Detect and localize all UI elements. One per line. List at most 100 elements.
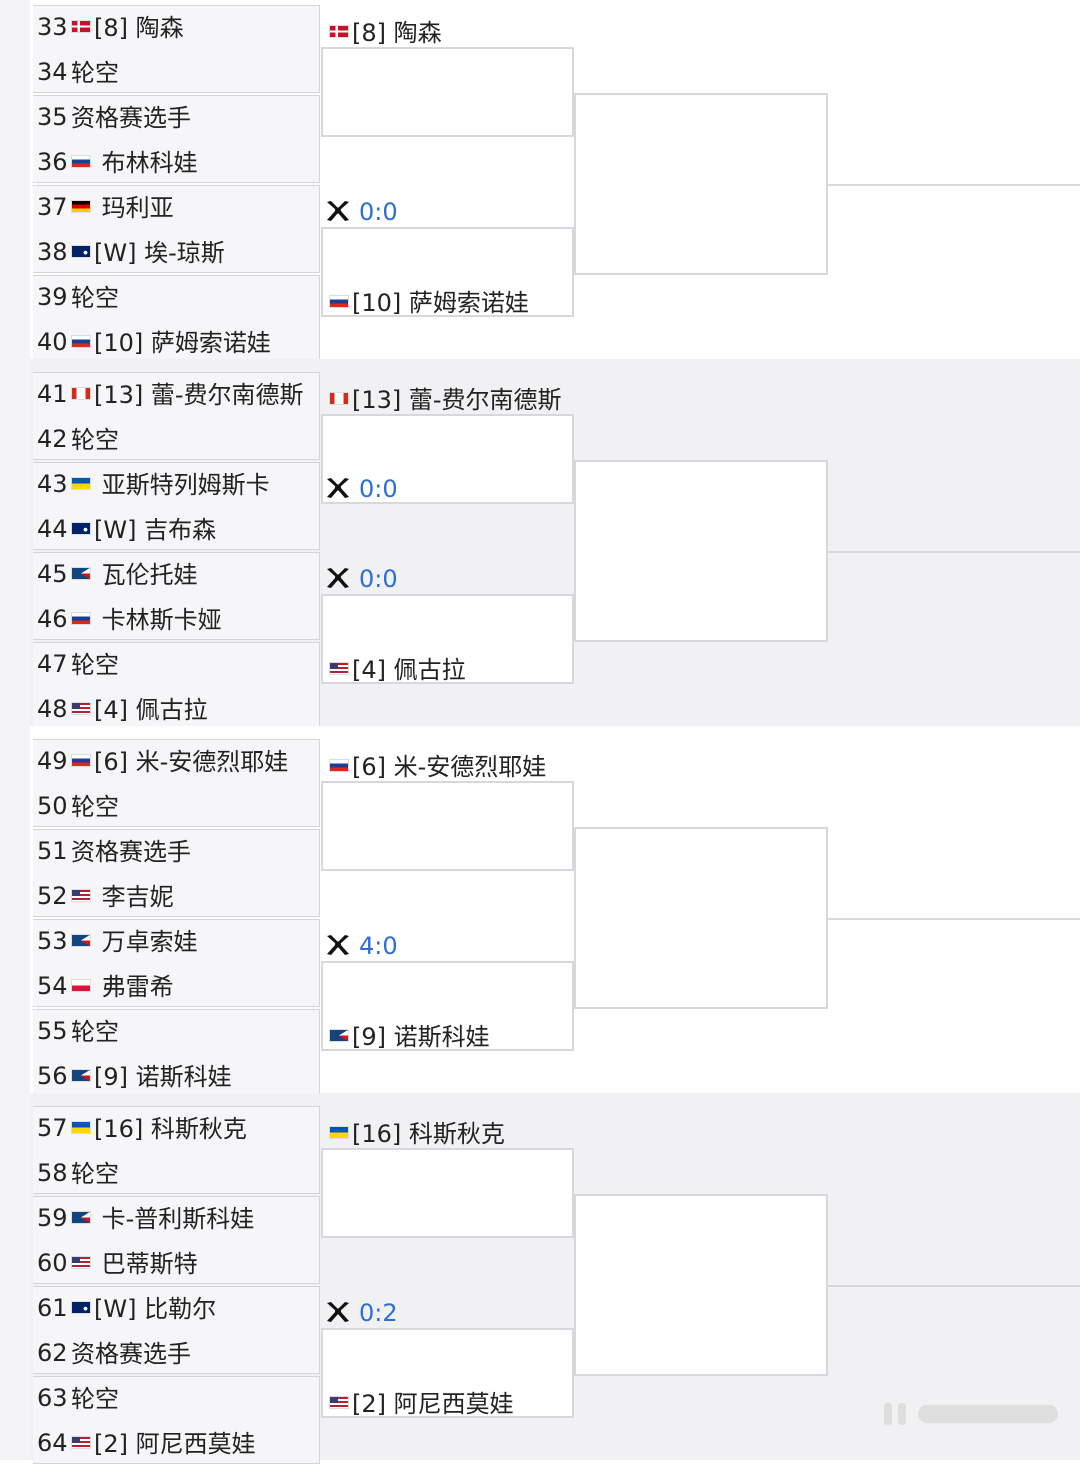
player-slot[interactable]: 40[10] 萨姆索诺娃: [37, 327, 271, 357]
seed-number: 34: [37, 58, 68, 86]
score-text[interactable]: 4:0: [359, 932, 398, 960]
player-name: 轮空: [71, 426, 119, 454]
player-slot[interactable]: 37 玛利亚: [37, 192, 174, 222]
seed-number: 63: [37, 1384, 68, 1412]
seed-number: 51: [37, 837, 68, 865]
flag-ru-icon: [71, 612, 91, 625]
flag-ru-icon: [329, 759, 349, 772]
player-slot[interactable]: 60 巴蒂斯特: [37, 1248, 198, 1278]
round3-box: [574, 460, 828, 642]
round2-box: [321, 1328, 574, 1418]
player-slot[interactable]: 33[8] 陶森: [37, 12, 184, 42]
seed-number: 59: [37, 1204, 68, 1232]
player-slot[interactable]: 38[W] 埃-琼斯: [37, 237, 225, 267]
player-name: 卡林斯卡娅: [94, 606, 222, 634]
player-slot[interactable]: 36 布林科娃: [37, 147, 198, 177]
seed-number: 46: [37, 605, 68, 633]
round2-player-name: [8] 陶森: [352, 19, 442, 47]
round4-connector: [828, 184, 1080, 186]
score-text[interactable]: 0:2: [359, 1299, 398, 1327]
flag-us-icon: [71, 702, 91, 715]
round2-player: [9] 诺斯科娃: [325, 1020, 490, 1052]
flag-ru-icon: [71, 335, 91, 348]
seed-number: 49: [37, 747, 68, 775]
match-score[interactable]: 0:0: [325, 473, 398, 505]
player-name: [W] 埃-琼斯: [94, 239, 225, 267]
match-score[interactable]: 4:0: [325, 930, 398, 962]
player-slot[interactable]: 52 李吉妮: [37, 881, 174, 911]
round2-box: [321, 961, 574, 1051]
player-slot[interactable]: 64[2] 阿尼西莫娃: [37, 1428, 256, 1458]
match-score[interactable]: 0:0: [325, 196, 398, 228]
player-slot[interactable]: 48[4] 佩古拉: [37, 694, 208, 724]
player-name: 巴蒂斯特: [94, 1250, 198, 1278]
seed-number: 56: [37, 1062, 68, 1090]
left-gutter: [0, 726, 30, 1093]
player-slot[interactable]: 46 卡林斯卡娅: [37, 604, 222, 634]
player-name: 资格赛选手: [71, 104, 191, 132]
player-name: [16] 科斯秋克: [94, 1115, 247, 1143]
round2-box: [321, 594, 574, 684]
score-text[interactable]: 0:0: [359, 565, 398, 593]
match-cell: 43 亚斯特列姆斯卡 44[W] 吉布森: [33, 462, 320, 550]
player-name: 资格赛选手: [71, 838, 191, 866]
round2-player: [8] 陶森: [325, 16, 442, 48]
flag-ca-icon: [71, 387, 91, 400]
player-slot[interactable]: 57[16] 科斯秋克: [37, 1113, 247, 1143]
watermark-logo: [884, 1403, 1058, 1425]
seed-number: 35: [37, 103, 68, 131]
match-cell: 45 瓦伦托娃 46 卡林斯卡娅: [33, 552, 320, 640]
seed-number: 62: [37, 1339, 68, 1367]
player-name: 轮空: [71, 1018, 119, 1046]
player-name: 轮空: [71, 793, 119, 821]
player-name: [13] 蕾-费尔南德斯: [94, 381, 304, 409]
player-slot[interactable]: 53 万卓索娃: [37, 926, 198, 956]
player-slot[interactable]: 41[13] 蕾-费尔南德斯: [37, 379, 304, 409]
flag-dk-icon: [71, 20, 91, 33]
player-name: 亚斯特列姆斯卡: [94, 471, 270, 499]
round2-player-name: [4] 佩古拉: [352, 656, 466, 684]
seed-number: 45: [37, 560, 68, 588]
score-text[interactable]: 0:0: [359, 475, 398, 503]
score-text[interactable]: 0:0: [359, 198, 398, 226]
player-slot[interactable]: 49[6] 米-安德烈耶娃: [37, 746, 288, 776]
flag-ru-icon: [71, 754, 91, 767]
round4-connector: [828, 1285, 1080, 1287]
seed-number: 33: [37, 13, 68, 41]
player-slot[interactable]: 44[W] 吉布森: [37, 514, 216, 544]
player-name: [W] 比勒尔: [94, 1295, 217, 1323]
match-cell: 53 万卓索娃 54 弗雷希: [33, 919, 320, 1007]
seed-number: 47: [37, 650, 68, 678]
flag-cz-icon: [71, 934, 91, 947]
round2-player-name: [9] 诺斯科娃: [352, 1023, 490, 1051]
match-score[interactable]: 0:0: [325, 563, 398, 595]
flag-pl-icon: [71, 979, 91, 992]
player-slot[interactable]: 43 亚斯特列姆斯卡: [37, 469, 270, 499]
round2-player-name: [16] 科斯秋克: [352, 1120, 505, 1148]
flag-ua-icon: [71, 1121, 91, 1134]
player-slot[interactable]: 59 卡-普利斯科娃: [37, 1203, 254, 1233]
player-slot[interactable]: 56[9] 诺斯科娃: [37, 1061, 232, 1091]
player-slot[interactable]: 45 瓦伦托娃: [37, 559, 198, 589]
player-slot[interactable]: 61[W] 比勒尔: [37, 1293, 216, 1323]
match-score[interactable]: 0:2: [325, 1297, 398, 1329]
flag-dk-icon: [329, 25, 349, 38]
seed-number: 40: [37, 328, 68, 356]
round2-box: [321, 227, 574, 317]
player-slot[interactable]: 54 弗雷希: [37, 971, 174, 1001]
flag-ua-icon: [71, 477, 91, 490]
